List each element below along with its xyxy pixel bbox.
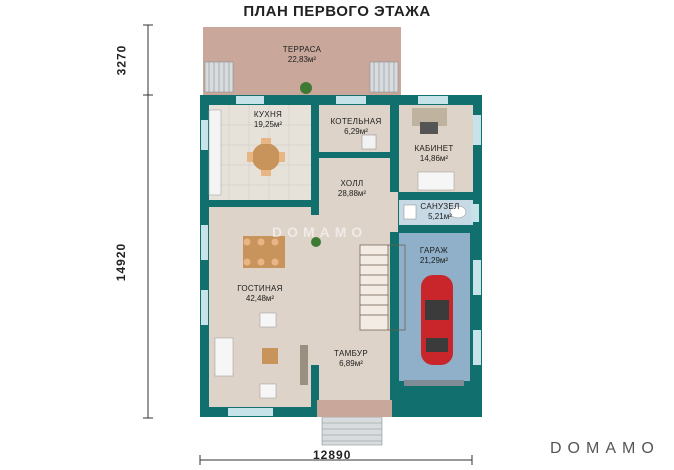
terrace-plant <box>300 82 312 94</box>
vestibule-floor <box>319 345 390 407</box>
room-living: ГОСТИНАЯ 42,48м² <box>230 284 290 304</box>
room-terrace: ТЕРРАСА 22,83м² <box>272 45 332 65</box>
room-area: 5,21м² <box>428 212 452 221</box>
dimension-lines <box>143 24 473 465</box>
room-area: 14,86м² <box>419 154 449 163</box>
room-area: 19,25м² <box>253 120 283 129</box>
office-desk <box>412 108 447 126</box>
entrance-porch <box>317 400 392 417</box>
windows <box>201 96 481 416</box>
bathroom-sink <box>403 204 417 220</box>
room-name: КАБИНЕТ <box>414 144 454 153</box>
terrace-steps-right <box>369 61 399 93</box>
staircase <box>359 244 406 331</box>
room-area: 21,29м² <box>419 256 449 265</box>
room-area: 28,88м² <box>337 189 367 198</box>
room-area: 6,29м² <box>344 127 368 136</box>
room-bathroom: САНУЗЕЛ 5,21м² <box>410 202 470 222</box>
room-area: 42,48м² <box>245 294 275 303</box>
room-name: ГОСТИНАЯ <box>237 284 283 293</box>
dim-terrace-depth: 3270 <box>114 44 129 76</box>
garage-door <box>404 380 464 386</box>
room-area: 22,83м² <box>287 55 317 64</box>
bathroom-toilet <box>449 205 467 219</box>
coffee-table <box>262 348 278 364</box>
hall-plant <box>311 237 321 247</box>
kitchen-counter <box>208 109 222 196</box>
terrace-steps-left <box>204 61 234 93</box>
room-name: ХОЛЛ <box>340 179 364 188</box>
room-name: КУХНЯ <box>253 110 283 119</box>
room-garage: ГАРАЖ 21,29м² <box>404 246 464 266</box>
garage-car <box>421 275 453 365</box>
brand-logo: DOMAMO <box>550 440 660 457</box>
living-armchair-top <box>259 312 277 328</box>
watermark: DOMAMO <box>272 224 368 240</box>
room-name: САНУЗЕЛ <box>420 202 460 211</box>
room-kitchen: КУХНЯ 19,25м² <box>238 110 298 130</box>
living-hall-passage <box>311 215 319 365</box>
dim-total-width: 12890 <box>313 448 352 462</box>
tv-stand <box>300 345 308 385</box>
room-area: 6,89м² <box>339 359 363 368</box>
room-vestibule: ТАМБУР 6,89м² <box>321 349 381 369</box>
room-hall: ХОЛЛ 28,88м² <box>322 179 382 199</box>
boiler-floor <box>319 105 390 152</box>
room-name: КОТЕЛЬНАЯ <box>330 117 382 126</box>
room-boiler: КОТЕЛЬНАЯ 6,29м² <box>326 117 386 137</box>
kitchen-table <box>252 143 280 171</box>
boiler-unit <box>361 134 377 150</box>
plan-title: ПЛАН ПЕРВОГО ЭТАЖА <box>243 3 431 20</box>
office-chair <box>420 122 438 134</box>
dim-total-length: 14920 <box>114 242 129 282</box>
kitchen-chairs <box>247 138 285 176</box>
dining-chairs <box>243 238 279 266</box>
room-name: ТАМБУР <box>334 349 368 358</box>
hall-floor-ext <box>390 192 398 232</box>
living-armchair-bottom <box>259 383 277 399</box>
room-name: ГАРАЖ <box>419 246 449 255</box>
office-sofa <box>417 171 455 191</box>
living-sofa <box>214 337 234 377</box>
entrance-steps <box>321 416 383 446</box>
room-name: ТЕРРАСА <box>282 45 322 54</box>
room-office: КАБИНЕТ 14,86м² <box>404 144 464 164</box>
